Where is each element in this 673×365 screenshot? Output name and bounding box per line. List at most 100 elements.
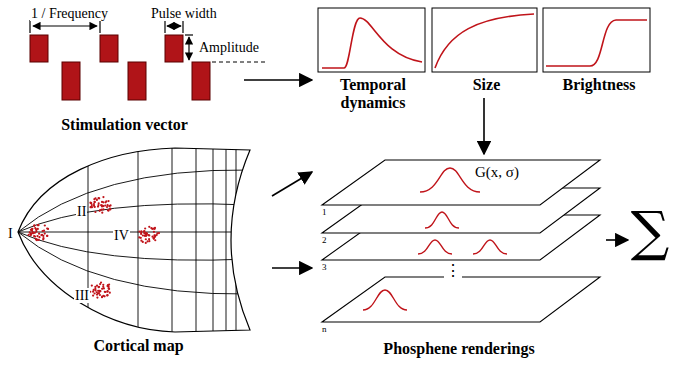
activation-dot [90,202,92,204]
activation-dot [102,205,104,207]
activation-dot [108,284,110,286]
activation-dot [101,201,103,203]
activation-dot [145,242,147,244]
activation-dot [97,206,99,208]
activation-dot [96,199,98,201]
activation-dot [31,228,33,230]
activation-dot [107,200,109,202]
cortical-map [18,140,250,340]
activation-dot [138,230,140,232]
sum-symbol: ∑ [628,205,672,259]
activation-dot [38,239,40,241]
flow-arrow [272,267,312,269]
activation-dot [36,238,38,240]
activation-dot [153,228,155,230]
activation-dot [144,227,146,229]
ellipsis-mark: ⋮ [444,262,462,280]
activation-dot [94,211,96,213]
activation-dot [98,197,100,199]
activation-dot [46,235,48,237]
activation-dot [145,238,147,240]
activation-dot [90,202,92,204]
dimension-label: Amplitude [198,40,260,55]
activation-dot [38,236,40,238]
flow-arrow [606,239,628,241]
region-number: III [74,288,90,303]
activation-dot [106,206,108,208]
activation-dot [102,284,104,286]
activation-dot [94,206,96,208]
flow-arrow [272,172,312,196]
activation-dot [46,227,48,229]
activation-dot [46,235,48,237]
activation-dot [37,224,39,226]
activation-dot [97,197,99,199]
activation-dot [94,288,96,290]
activation-dot [108,288,110,290]
activation-dot [144,235,146,237]
activation-dot [47,228,49,230]
activation-dot [30,233,32,235]
activation-dot [140,237,142,239]
activation-dot [36,239,38,241]
section-heading: Phosphene renderings [312,154,606,362]
activation-dot [33,235,35,237]
rendering-stack [322,160,600,322]
activation-dot [101,296,103,298]
dimension-label: Pulse width [150,6,218,21]
activation-dot [107,286,109,288]
response-plots [318,8,650,72]
activation-dot [144,232,146,234]
activation-dot [151,228,153,230]
activation-dot [94,286,96,288]
activation-dot [148,240,150,242]
activation-dot [38,233,40,235]
activation-dot [104,291,106,293]
activation-dot [142,241,144,243]
activation-dot [99,294,101,296]
activation-dot [145,232,147,234]
activation-dot [40,234,42,236]
activation-dot [103,295,105,297]
activation-dot [107,290,109,292]
activation-dot [101,288,103,290]
dimension-arrows [30,20,193,60]
activation-dot [148,238,150,240]
activation-dot [102,196,104,198]
activation-dot [94,201,96,203]
layer-number: 3 [321,263,328,273]
activation-dot [34,235,36,237]
region-number: II [76,204,87,219]
activation-dot [93,203,95,205]
activation-dot [108,205,110,207]
activation-dot [153,236,155,238]
activation-dot [35,228,37,230]
region-number: IV [113,228,130,243]
activation-dot [43,230,45,232]
activation-dot [101,212,103,214]
activation-dot [105,200,107,202]
activation-dot [142,234,144,236]
activation-dot [98,292,100,294]
activation-dot [99,290,101,292]
layer-number: 1 [321,208,328,218]
activation-dot [98,286,100,288]
activation-dot [42,235,44,237]
activation-dot [91,285,93,287]
activation-dot [93,292,95,294]
activation-dot [107,209,109,211]
activation-dot [33,224,35,226]
activation-dot [30,233,32,235]
plot-heading: Brightness [541,76,657,94]
sum-symbol: ∑ [628,205,672,262]
activation-dot [42,237,44,239]
activation-dot [37,228,39,230]
activation-dot [154,234,156,236]
activation-dot [37,224,39,226]
activation-dot [36,235,38,237]
plot-heading: Brightness [541,5,657,98]
activation-dot [106,294,108,296]
